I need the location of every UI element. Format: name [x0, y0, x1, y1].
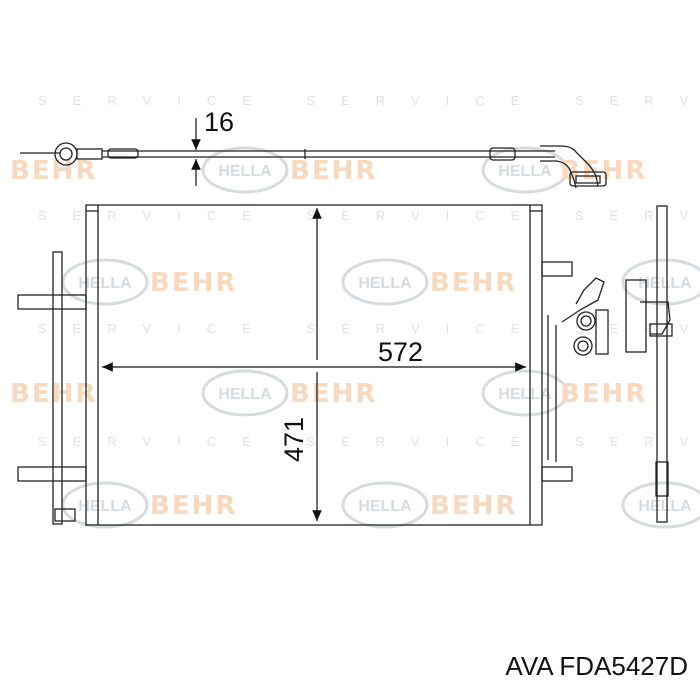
svg-text:HELLA: HELLA — [498, 163, 552, 180]
watermark-brand-text: BEHR — [290, 379, 377, 409]
svg-text:HELLA: HELLA — [358, 275, 412, 292]
watermark-logo: HELLA — [481, 369, 569, 417]
part-number-caption: AVA FDA5427D — [505, 651, 688, 681]
watermark-brand-text: BEHR — [10, 156, 97, 186]
side-view — [625, 205, 673, 523]
watermark-logo: HELLA — [481, 146, 569, 194]
watermark-brand-text: BEHR — [150, 268, 237, 298]
right-drier — [541, 261, 609, 482]
watermark-logo: HELLA — [61, 258, 149, 306]
watermark-brand-text: BEHR — [430, 491, 517, 521]
watermark-brand-text: BEHR — [290, 156, 377, 186]
watermark-logo: HELLA — [61, 481, 149, 529]
svg-text:HELLA: HELLA — [78, 275, 132, 292]
watermark-logo: HELLA — [621, 481, 700, 529]
svg-text:HELLA: HELLA — [638, 275, 692, 292]
watermark-brand-text: BEHR — [150, 491, 237, 521]
watermark-service-text: SERVICE SERVICE SERVICE SERVICE — [38, 434, 700, 449]
condenser-core — [85, 204, 543, 526]
svg-text:HELLA: HELLA — [218, 163, 272, 180]
watermark-brand-text: BEHR — [560, 379, 647, 409]
watermark-brand-text: BEHR — [430, 268, 517, 298]
svg-text:HELLA: HELLA — [218, 386, 272, 403]
dimension-height: 471 — [279, 208, 322, 521]
top-view-pipe — [20, 142, 607, 189]
watermark-service-text: SERVICE SERVICE SERVICE SERVICE — [38, 93, 700, 108]
dimension-thickness: 16 — [191, 107, 234, 186]
svg-text:HELLA: HELLA — [498, 386, 552, 403]
svg-text:HELLA: HELLA — [638, 498, 692, 515]
watermark-service-text: SERVICE SERVICE SERVICE SERVICE — [38, 321, 700, 336]
dimension-width-label: 572 — [378, 337, 423, 367]
dimension-thickness-label: 16 — [204, 107, 234, 137]
watermark-logo: HELLA — [201, 369, 289, 417]
watermark-service-text: SERVICE SERVICE SERVICE SERVICE — [38, 208, 700, 223]
left-bracket — [17, 251, 87, 525]
watermark-brand-text: BEHR — [560, 156, 647, 186]
watermark-logo: HELLA — [201, 146, 289, 194]
watermark-brand-text: BEHR — [10, 379, 97, 409]
watermark-logo: HELLA — [341, 481, 429, 529]
svg-text:HELLA: HELLA — [358, 498, 412, 515]
watermark-logo: HELLA — [621, 258, 700, 306]
watermark-logo: HELLA — [341, 258, 429, 306]
svg-text:HELLA: HELLA — [78, 498, 132, 515]
dimension-height-label: 471 — [279, 417, 309, 462]
dimension-width: 572 — [102, 337, 526, 372]
